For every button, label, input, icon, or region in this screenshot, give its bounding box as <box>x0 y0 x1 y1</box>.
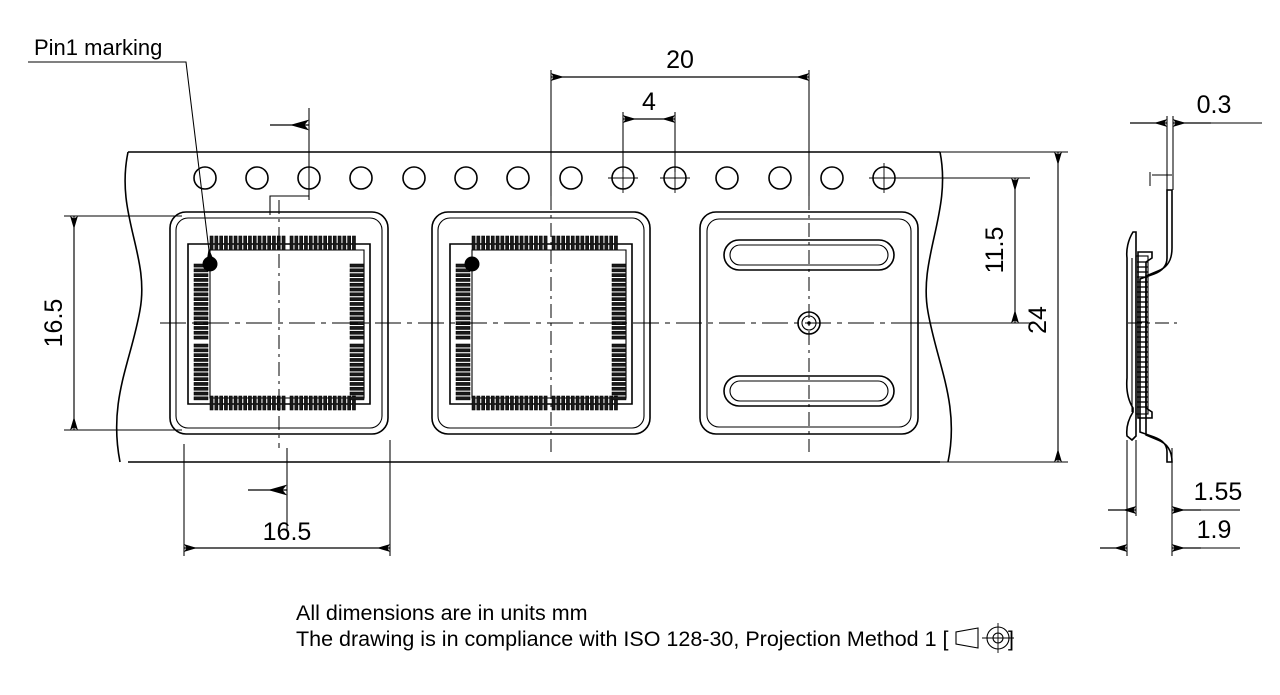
first-angle-projection-symbol <box>955 623 1014 653</box>
section-chip <box>1131 251 1153 419</box>
dim-label-tape-thickness: 0.3 <box>1197 91 1232 119</box>
note-bracket-close: ] <box>1008 627 1014 651</box>
pin1-dot-2 <box>464 256 480 272</box>
dim-sprocket-to-center: 11.5 <box>895 177 1030 324</box>
dim-tape-thickness: 0.3 <box>1130 91 1262 190</box>
plan-dimensions: 20 4 16.5 16.5 11.5 <box>28 35 1068 556</box>
chip-package-2 <box>431 211 651 435</box>
dim-label-pocket-pitch: 20 <box>666 46 694 74</box>
tape-outline <box>115 151 953 463</box>
notes-block: All dimensions are in units mm The drawi… <box>296 601 1014 653</box>
chip-package-1 <box>169 211 389 435</box>
dim-pocket-height: 16.5 <box>40 215 182 431</box>
dim-pocket-width: 16.5 <box>183 440 391 556</box>
feed-direction-arrows <box>248 108 310 530</box>
dim-label-pocket-height: 16.5 <box>40 299 68 348</box>
dim-label-pocket-depth: 1.55 <box>1194 478 1243 506</box>
dim-label-total-depth: 1.9 <box>1197 516 1232 544</box>
note-iso-standard: The drawing is in compliance with ISO 12… <box>296 627 949 651</box>
pin1-step-connector <box>269 195 309 215</box>
dim-sprocket-pitch: 4 <box>622 88 676 172</box>
section-view: 0.3 1.55 1.9 <box>1100 91 1262 556</box>
dim-label-sprocket-pitch: 4 <box>642 88 656 116</box>
dim-pocket-pitch: 20 <box>550 46 810 196</box>
package-leads-1 <box>193 235 365 411</box>
dim-tape-width: 24 <box>930 151 1068 463</box>
sprocket-hole-row <box>193 163 916 193</box>
package-leads-2 <box>455 235 627 411</box>
pin1-marking-label: Pin1 marking <box>34 35 162 60</box>
dim-total-depth: 1.9 <box>1100 440 1240 556</box>
section-centerlines <box>1128 172 1180 324</box>
sprocket-hole-center-marks <box>608 163 916 193</box>
dim-pocket-depth: 1.55 <box>1108 440 1242 516</box>
dim-label-tape-width: 24 <box>1024 306 1052 334</box>
dim-label-sprocket-to-center: 11.5 <box>981 227 1009 274</box>
note-units: All dimensions are in units mm <box>296 601 588 625</box>
pin1-leader <box>28 61 217 268</box>
plan-centerlines <box>160 196 960 452</box>
plan-view <box>115 151 960 463</box>
